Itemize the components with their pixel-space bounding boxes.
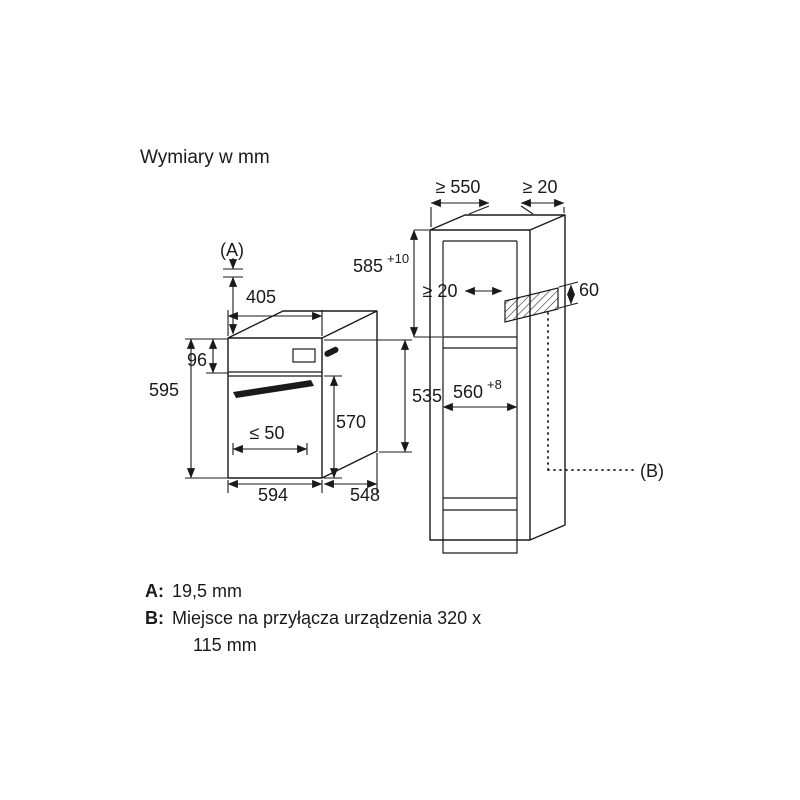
label-dimension-560: 560	[453, 382, 483, 402]
dimension-548: 548	[323, 453, 380, 505]
label-dimension-96: 96	[187, 350, 207, 370]
oven-display	[292, 348, 316, 363]
legend-a-text: 19,5 mm	[172, 581, 242, 601]
label-dimension-585-tolerance: +10	[387, 251, 409, 266]
label-dimension-594: 594	[258, 485, 288, 505]
legend-b-text-line1: Miejsce na przyłącza urządzenia 320 x	[172, 608, 481, 628]
oven-panel-line	[228, 371, 322, 377]
label-dimension-560-tolerance: +8	[487, 377, 502, 392]
legend-b-key: B:	[145, 608, 164, 628]
label-dimension-535: 535	[412, 386, 442, 406]
cabinet-body-outline	[429, 214, 566, 541]
legend-b-text-line2: 115 mm	[193, 635, 257, 655]
label-dimension-595: 595	[149, 380, 179, 400]
dimension-595: 595	[149, 338, 228, 479]
label-dimension-A: (A)	[220, 240, 244, 260]
label-dimension-405: 405	[246, 287, 276, 307]
dimension-20-mid: ≥ 20	[423, 281, 503, 301]
legend: A: 19,5 mm B: Miejsce na przyłącza urząd…	[145, 581, 481, 655]
cabinet-drawing	[429, 214, 566, 554]
label-dimension-B: (B)	[640, 461, 664, 481]
oven-dimensions: (A) 405 96 595 ≤ 50	[149, 240, 442, 505]
oven-handle	[233, 380, 314, 398]
label-dimension-570: 570	[336, 412, 366, 432]
vent-hatch-area	[504, 287, 559, 323]
diagram-title: Wymiary w mm	[140, 147, 270, 168]
dimension-570: 570	[324, 375, 366, 479]
dimension-594: 594	[227, 479, 323, 505]
dimension-535: 535	[324, 339, 442, 453]
dimension-60: 60	[558, 280, 599, 309]
label-dimension-60: 60	[579, 280, 599, 300]
dimension-B: (B)	[547, 312, 664, 481]
cabinet-dimensions: ≥ 550 ≥ 20 585 +10 ≥ 20 60 5	[353, 177, 664, 481]
dimension-50: ≤ 50	[232, 423, 308, 455]
label-dimension-20-top: ≥ 20	[523, 177, 558, 197]
dimension-96: 96	[187, 338, 228, 374]
label-dimension-585: 585	[353, 256, 383, 276]
label-dimension-548: 548	[350, 485, 380, 505]
dimension-560: 560 +8	[442, 377, 518, 412]
dimension-585: 585 +10	[353, 229, 442, 338]
legend-a-key: A:	[145, 581, 164, 601]
oven-latch	[324, 346, 339, 357]
cabinet-inner-lines	[442, 240, 518, 554]
B-leader-line	[547, 312, 634, 471]
dimension-405: 405	[227, 287, 323, 336]
label-dimension-550: ≥ 550	[436, 177, 481, 197]
label-dimension-20-mid: ≥ 20	[423, 281, 458, 301]
dimension-20-top: ≥ 20	[520, 177, 565, 215]
label-dimension-50: ≤ 50	[250, 423, 285, 443]
oven-drawing	[227, 310, 378, 479]
oven-body-outline	[227, 310, 378, 479]
dimension-550: ≥ 550	[430, 177, 490, 227]
dimension-A: (A)	[220, 240, 244, 335]
